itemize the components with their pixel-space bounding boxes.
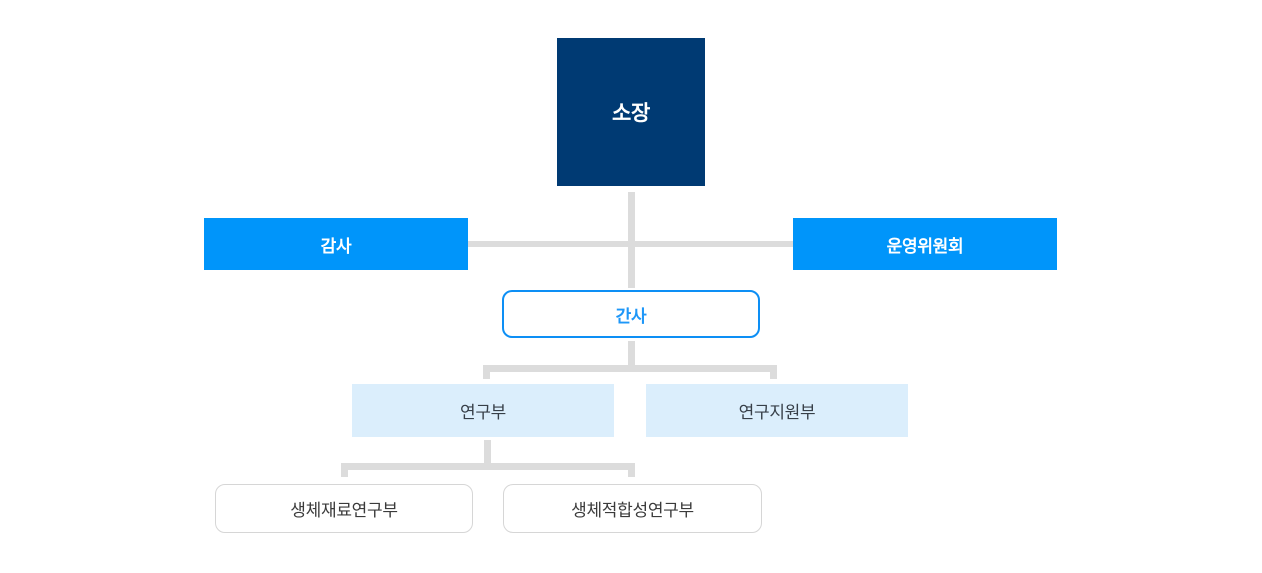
connector-stub-biomaterials-dept (341, 470, 348, 477)
connector-director-to-secretary-vertical (628, 192, 635, 288)
org-node-research-dept: 연구부 (352, 384, 614, 437)
org-node-steering-committee: 운영위원회 (793, 218, 1057, 270)
connector-stub-biocompatibility-dept (628, 470, 635, 477)
org-node-director: 소장 (557, 38, 705, 186)
connector-depts-horizontal (483, 365, 777, 372)
org-node-secretary: 간사 (502, 290, 760, 338)
connector-research-dept-down-vertical (484, 440, 491, 463)
connector-stub-research-dept (483, 372, 490, 379)
org-node-biomaterials-research-dept: 생체재료연구부 (215, 484, 473, 533)
connector-stub-research-support-dept (770, 372, 777, 379)
org-node-research-support-dept: 연구지원부 (646, 384, 908, 437)
connector-auditor-to-steering-horizontal (468, 241, 793, 247)
org-node-auditor: 감사 (204, 218, 468, 270)
connector-sub-depts-horizontal (341, 463, 635, 470)
connector-secretary-down-vertical (628, 341, 635, 365)
org-node-biocompatibility-research-dept: 생체적합성연구부 (503, 484, 762, 533)
